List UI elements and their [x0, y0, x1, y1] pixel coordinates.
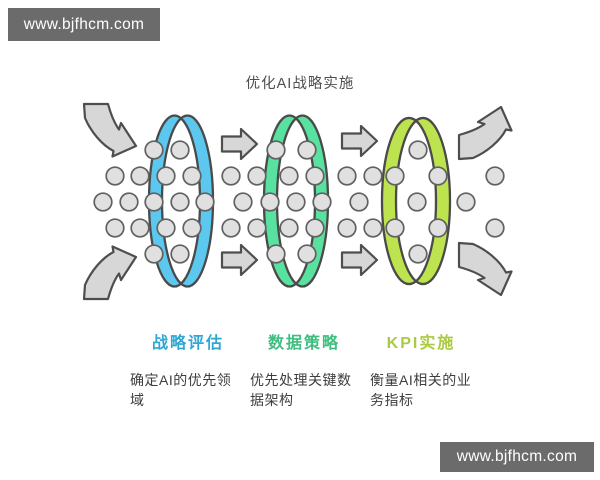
dot [182, 218, 202, 238]
dot [144, 244, 164, 264]
dot [305, 218, 325, 238]
dot [407, 192, 427, 212]
dot [279, 166, 299, 186]
dot [297, 244, 317, 264]
dot [485, 166, 505, 186]
dot-pattern [93, 140, 505, 264]
watermark-top-left: www.bjfhcm.com [8, 8, 160, 41]
ring-kpi-implementation [380, 116, 452, 286]
stage-description-data-strategy: 优先处理关键数 据架构 [250, 370, 372, 410]
dot [156, 166, 176, 186]
dot [428, 218, 448, 238]
dot [105, 166, 125, 186]
dot [279, 218, 299, 238]
dot [170, 244, 190, 264]
dot [363, 218, 383, 238]
dot [349, 192, 369, 212]
dot [297, 140, 317, 160]
dot [144, 140, 164, 160]
dot [170, 192, 190, 212]
dot [247, 166, 267, 186]
stage-label-kpi-implementation: KPI实施 [386, 335, 456, 352]
dot [119, 192, 139, 212]
dot [221, 218, 241, 238]
block-arrow-gap2-top [340, 124, 379, 158]
block-arrow-gap2-bottom [340, 243, 379, 277]
dot [144, 192, 164, 212]
watermark-bottom-right: www.bjfhcm.com [440, 442, 594, 472]
desc-line: 确定AI的优先领 [130, 372, 232, 388]
dot [182, 166, 202, 186]
block-arrow-gap1-bottom [220, 243, 259, 277]
desc-line: 域 [130, 392, 145, 408]
dot [337, 218, 357, 238]
dot [305, 166, 325, 186]
dot [93, 192, 113, 212]
dot [485, 218, 505, 238]
curved-arrow-top-left [82, 102, 138, 158]
stage-description-strategy-evaluation: 确定AI的优先领 域 [130, 370, 252, 410]
dot [363, 166, 383, 186]
desc-line: 优先处理关键数 [250, 372, 352, 388]
dot [247, 218, 267, 238]
dot [428, 166, 448, 186]
dot [260, 192, 280, 212]
curved-arrow-bottom-left [82, 245, 138, 301]
dot [408, 244, 428, 264]
stage-label-strategy-evaluation: 战略评估 [151, 335, 225, 352]
dot [170, 140, 190, 160]
dot [130, 166, 150, 186]
dot [337, 166, 357, 186]
desc-line: 务指标 [370, 392, 414, 408]
dot [156, 218, 176, 238]
dot [195, 192, 215, 212]
desc-line: 据架构 [250, 392, 294, 408]
dot [130, 218, 150, 238]
dot [385, 218, 405, 238]
page-title: 优化AI战略实施 [245, 76, 355, 92]
desc-line: 衡量AI相关的业 [370, 372, 472, 388]
dot [385, 166, 405, 186]
dot [266, 244, 286, 264]
block-arrow-gap1-top [220, 127, 259, 161]
dot [221, 166, 241, 186]
stage-label-data-strategy: 数据策略 [267, 335, 341, 352]
curved-arrow-bottom-right [457, 241, 513, 297]
dot [233, 192, 253, 212]
dot [286, 192, 306, 212]
dot [105, 218, 125, 238]
dot [408, 140, 428, 160]
stage-description-kpi-implementation: 衡量AI相关的业 务指标 [370, 370, 492, 410]
dot [266, 140, 286, 160]
curved-arrow-top-right [457, 105, 513, 161]
dot [312, 192, 332, 212]
dot [456, 192, 476, 212]
